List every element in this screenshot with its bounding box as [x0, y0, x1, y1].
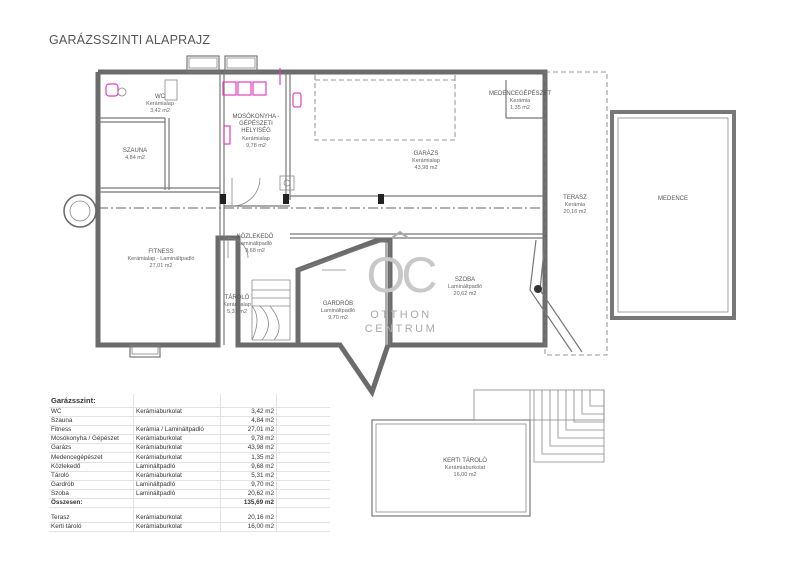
- room-name: KÖZLEKEDŐ: [237, 233, 274, 240]
- otthon-centrum-logo: OC OTTHON CENTRUM: [365, 230, 440, 335]
- room-area: 16,00 m2: [454, 472, 477, 478]
- room-name: KERTI TÁROLÓ: [443, 457, 487, 464]
- room-label-fitness: FITNESS Kerámialap - Lamináltpadló 27,01…: [128, 249, 195, 269]
- interior-walls: [98, 72, 545, 345]
- room-label-medencegepeszet: MEDENCEGÉPÉSZET Kerámia 1,35 m2: [489, 90, 551, 111]
- room-name: FITNESS: [148, 249, 173, 255]
- dashed-lines: [80, 71, 608, 356]
- round-bay: [63, 194, 97, 228]
- room-area: 20,16 m2: [564, 209, 587, 215]
- logo-mark: OC: [367, 247, 437, 303]
- window-wells: [129, 55, 346, 358]
- room-floor: Kerámia: [565, 202, 586, 208]
- room-floor: Lamináltpadló: [238, 241, 272, 247]
- room-name: SZOBA: [455, 277, 475, 283]
- room-label-szauna: SZAUNA 4,84 m2: [123, 148, 147, 161]
- room-area: 9,70 m2: [328, 315, 348, 321]
- room-label-garazs: GARÁZS Kerámialap 43,98 m2: [412, 150, 440, 171]
- room-name: TERASZ: [563, 195, 587, 201]
- room-floor: Kerámialap: [242, 136, 270, 142]
- room-name: GÉPÉSZETI: [239, 120, 273, 127]
- room-floor: Kerámialap: [412, 158, 440, 164]
- exterior-walls: [95, 69, 583, 398]
- room-floor: Lamináltpadló: [448, 284, 482, 290]
- room-label-terasz: TERASZ Kerámia 20,16 m2: [563, 195, 587, 215]
- room-name: HELYISÉG: [241, 127, 271, 134]
- room-name: SZAUNA: [123, 148, 147, 154]
- room-area: 3,42 m2: [150, 108, 170, 114]
- plumbing-fixtures: [105, 68, 302, 191]
- room-label-gardrob: GARDRÓB Lamináltpadló 9,70 m2: [321, 300, 355, 321]
- table-heading: Garázsszint:: [49, 394, 134, 408]
- room-area: 5,31 m2: [227, 309, 247, 315]
- room-label-moso: MOSÓKONYHA - GÉPÉSZETI HELYISÉG Kerámial…: [232, 113, 279, 149]
- room-name: MEDENCEGÉPÉSZET: [489, 90, 551, 97]
- room-area: 9,68 m2: [245, 248, 265, 254]
- room-floor: Kerámialap - Lamináltpadló: [128, 256, 195, 262]
- staircase: [251, 279, 291, 341]
- doors: [220, 177, 542, 293]
- room-label-kozlekedo: KÖZLEKEDŐ Lamináltpadló 9,68 m2: [237, 233, 274, 254]
- room-name: TÁROLÓ: [225, 294, 250, 301]
- room-area: 27,01 m2: [150, 263, 173, 269]
- room-name: WC: [155, 94, 166, 100]
- garden-storage: [371, 389, 605, 517]
- room-area: 43,98 m2: [415, 165, 438, 171]
- room-floor: Kerámiaburkolat: [445, 465, 486, 471]
- room-floor: Kerámialap: [146, 101, 174, 107]
- room-floor: Lamináltpadló: [321, 308, 355, 314]
- room-label-tarolo: TÁROLÓ Kerámialap 5,31 m2: [223, 294, 251, 315]
- room-area: 20,62 m2: [454, 291, 477, 297]
- room-label-wc: WC Kerámialap 3,42 m2: [146, 94, 174, 114]
- room-label-szoba: SZOBA Lamináltpadló 20,62 m2: [448, 277, 482, 297]
- logo-line2: CENTRUM: [365, 323, 438, 335]
- room-name: MOSÓKONYHA -: [232, 113, 279, 120]
- logo-line1: OTTHON: [370, 309, 431, 321]
- plan-title: GARÁZSSZINTI ALAPRAJZ: [49, 33, 211, 47]
- table-spacer: [49, 507, 330, 515]
- room-name: GARDRÓB: [323, 300, 353, 307]
- room-area: 9,78 m2: [246, 143, 266, 149]
- pool: [610, 110, 736, 320]
- room-label-kerti: KERTI TÁROLÓ Kerámiaburkolat 16,00 m2: [443, 457, 487, 478]
- room-area: 1,35 m2: [510, 105, 530, 111]
- table-heading-row: Garázsszint:: [49, 394, 330, 408]
- room-name: MEDENCE: [658, 196, 688, 202]
- room-name: GARÁZS: [414, 150, 439, 157]
- room-label-medence: MEDENCE: [658, 196, 688, 202]
- room-floor: Kerámialap: [223, 302, 251, 308]
- room-area: 4,84 m2: [125, 155, 145, 161]
- room-floor: Kerámia: [510, 98, 531, 104]
- table-total-row: Összesen:135,69 m2: [49, 498, 330, 509]
